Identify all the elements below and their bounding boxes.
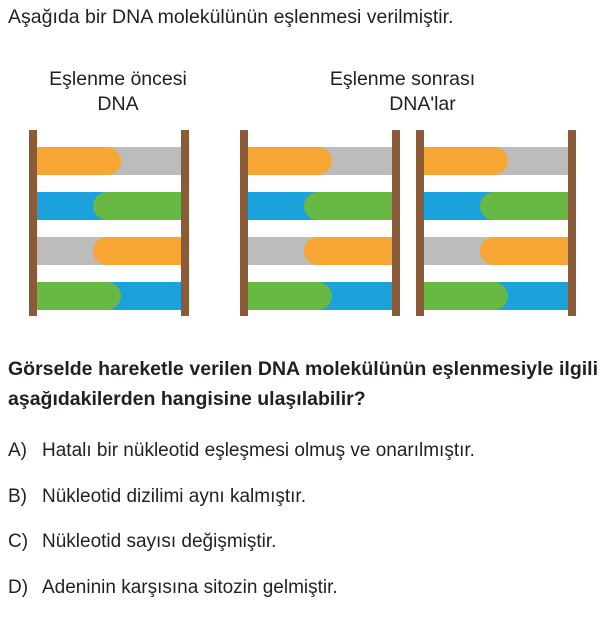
answer-options: A)Hatalı bir nükleotid eşleşmesi olmuş v…: [8, 436, 475, 618]
intro-text: Aşağıda bir DNA molekülünün eşlenmesi ve…: [8, 6, 453, 29]
option-c-letter: C): [8, 527, 42, 557]
after-caption-line-1: Eşlenme sonrası: [300, 67, 505, 92]
before-replication-caption: Eşlenme öncesi DNA: [8, 67, 228, 117]
before-caption-line-2: DNA: [8, 92, 228, 117]
option-d-text: Adeninin karşısına sitozin gelmiştir.: [42, 577, 338, 598]
option-a-text: Hatalı bir nükleotid eşleşmesi olmuş ve …: [42, 440, 475, 461]
after-caption-line-2: DNA'lar: [300, 92, 505, 117]
option-b-letter: B): [8, 482, 42, 512]
dna-replication-diagram: [0, 130, 610, 320]
dna-before-replication: [29, 130, 189, 316]
option-d[interactable]: D)Adeninin karşısına sitozin gelmiştir.: [8, 573, 475, 618]
option-a[interactable]: A)Hatalı bir nükleotid eşleşmesi olmuş v…: [8, 436, 475, 482]
after-replication-caption: Eşlenme sonrası DNA'lar: [300, 67, 505, 117]
option-b[interactable]: B)Nükleotid dizilimi aynı kalmıştır.: [8, 482, 475, 528]
dna-after-replication-2: [416, 130, 576, 316]
before-caption-line-1: Eşlenme öncesi: [8, 67, 228, 92]
option-c-text: Nükleotid sayısı değişmiştir.: [42, 531, 276, 552]
option-d-letter: D): [8, 573, 42, 603]
dna-after-replication-1: [240, 130, 400, 316]
option-b-text: Nükleotid dizilimi aynı kalmıştır.: [42, 486, 306, 507]
option-c[interactable]: C)Nükleotid sayısı değişmiştir.: [8, 527, 475, 573]
question-text: Görselde hareketle verilen DNA molekülün…: [8, 354, 598, 414]
option-a-letter: A): [8, 436, 42, 466]
